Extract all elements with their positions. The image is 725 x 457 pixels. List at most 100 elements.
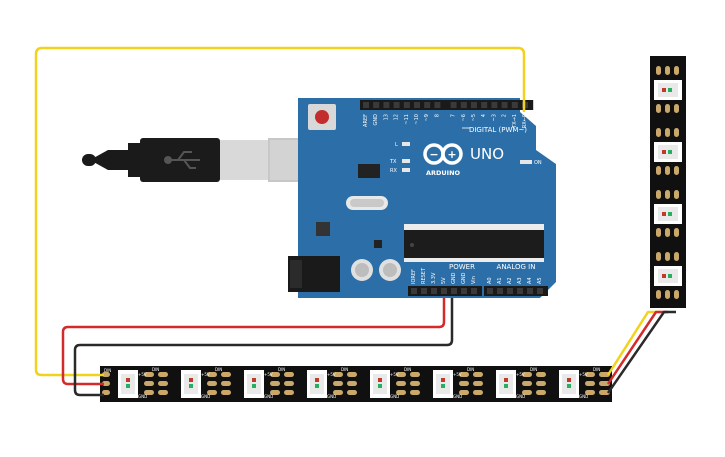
header-pin[interactable] [511,102,518,108]
led-l-label: L [395,142,398,148]
led-pixel [559,370,579,398]
solder-pad [270,372,280,377]
pin-label: RESET [421,267,427,284]
pin-label: IOREF [411,269,417,284]
header-pin[interactable] [383,102,390,108]
header-pin[interactable] [501,102,508,108]
pin-label: RX←0 [522,114,528,128]
header-pin[interactable] [411,288,417,294]
pin-label: ~10 [414,114,420,125]
solder-pad [221,372,231,377]
header-pin[interactable] [441,288,447,294]
solder-pad [284,390,294,395]
pin-label: 2 [502,114,508,117]
header-pin[interactable] [517,288,523,294]
led-pixel [654,204,682,224]
led-rx-label: RX [390,168,397,174]
solder-pad [207,390,217,395]
pad-label-gnd: GND [516,394,525,399]
header-pin[interactable] [431,288,437,294]
header-pin[interactable] [461,288,467,294]
led-pixel [654,80,682,100]
header-pin[interactable] [460,102,467,108]
solder-pad [674,66,679,75]
pin-label: A3 [517,277,523,284]
solder-pad [410,381,420,386]
board-model: UNO [470,145,504,163]
header-pin[interactable] [537,288,543,294]
header-pin[interactable] [363,102,369,108]
solder-pad [585,372,595,377]
header-pin[interactable] [373,102,380,108]
solder-pad [536,372,546,377]
solder-pad [347,381,357,386]
header-pin[interactable] [421,288,427,294]
solder-pad [522,372,532,377]
header-pin[interactable] [471,102,477,108]
solder-pad [347,390,357,395]
pin-label: A4 [527,277,533,284]
led-pixel [370,370,390,398]
header-pin[interactable] [393,102,400,108]
board-brand: ARDUINO [426,169,461,177]
pad-label-vcc: +5V [516,372,525,377]
pin-label: AREF [363,114,369,127]
header-pin[interactable] [414,102,420,108]
pin-label: GND [373,114,379,126]
signal-wire-pin2-to-strip [34,46,526,377]
solder-pad [674,190,679,199]
header-pin[interactable] [491,102,498,108]
led-strip-horizontal: +5VGNDDIN+5VGNDDIN+5VGNDDIN+5VGNDDIN+5VG… [100,366,612,402]
pad-label-din: DIN [530,367,537,372]
header-pin[interactable] [527,288,533,294]
pin-label: ~9 [424,114,430,121]
solder-pad [656,104,661,113]
solder-pad [665,166,670,175]
pad-label-din: DIN [104,368,111,373]
solder-pad [665,290,670,299]
led-tx-label: TX [389,159,397,165]
pin-label: A5 [537,277,543,284]
header-pin[interactable] [487,288,493,294]
pad-label-vcc: +5V [327,372,336,377]
solder-pad [270,390,280,395]
led-pixel [244,370,264,398]
led-pixel [118,370,138,398]
header-pin[interactable] [471,288,477,294]
solder-pad [410,390,420,395]
header-pin[interactable] [507,288,513,294]
svg-text:−: − [429,148,438,161]
solder-pad [585,381,595,386]
pin-label: 3.3V [431,272,437,284]
led-strip-vertical [650,56,686,308]
header-pin[interactable] [497,288,503,294]
pad-label-gnd: GND [327,394,336,399]
pin-label: A2 [507,277,513,284]
pin-label: 4 [481,114,487,117]
solder-pad [284,381,294,386]
solder-pad [207,381,217,386]
pad-label-gnd: GND [579,394,588,399]
solder-pad [522,390,532,395]
led-pixel [654,266,682,286]
header-pin[interactable] [403,102,410,108]
header-pin[interactable] [451,288,457,294]
svg-text:+: + [447,148,456,161]
header-pin[interactable] [450,102,457,108]
solder-pad [674,104,679,113]
power-header-label: POWER [449,263,475,271]
header-pin[interactable] [424,102,431,108]
solder-pad [144,372,154,377]
header-pin[interactable] [434,102,441,108]
solder-pad [459,390,469,395]
header-pin[interactable] [481,102,488,108]
solder-pad [665,190,670,199]
solder-pad [674,228,679,237]
led-on-label: ON [534,160,542,166]
pin-label: 5V [441,277,447,284]
solder-pad [221,390,231,395]
